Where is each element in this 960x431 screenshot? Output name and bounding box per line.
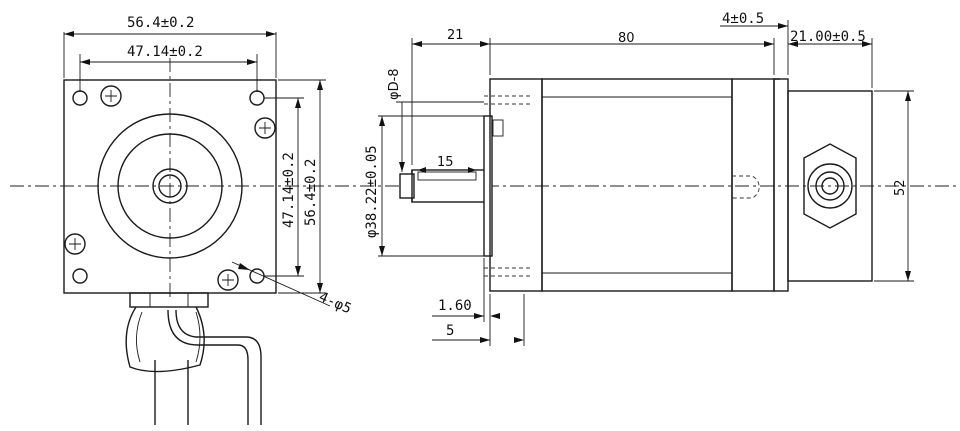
mount-hole-bottom-left [72,268,88,284]
dim-body-length: 80 [490,31,775,75]
dim-hole-spacing-v: 47.14±0.2 [264,97,304,277]
cable-gland [125,292,262,425]
screw-right [254,117,276,139]
screw-top-left [100,85,122,107]
dim-hole-spacing-h: 47.14±0.2 [79,44,258,92]
screw-bottom [217,269,239,291]
dim-encoder-length-label: 21.00±0.5 [790,29,866,45]
dim-pilot-dia-label: φ38.22±0.05 [364,145,380,238]
dim-flange-width: 56.4±0.2 [63,15,277,78]
front-shaft-circle [152,168,188,204]
side-view: 21 80 4±0.5 21.00±0.5 52 [364,11,914,346]
dim-key-length-label: 15 [437,155,454,170]
dim-hole-spacing-h-label: 47.14±0.2 [127,44,203,60]
dim-shaft-dia: φD-8 [387,68,484,172]
shaft [399,169,489,203]
dim-mount-holes-label: 4-φ5 [316,289,353,317]
side-flange [489,78,543,292]
encoder-connector [803,143,857,229]
dim-encoder-length: 21.00±0.5 [788,29,873,88]
dim-flange-height: 56.4±0.2 [278,79,326,294]
dim-shaft-length: 21 [411,28,491,165]
pilot-key [492,119,504,137]
pilot-boss [483,115,493,257]
dim-flange-thick-label: 4±0.5 [722,11,764,27]
dim-mount-holes: 4-φ5 [231,261,354,317]
dim-pilot-dia: φ38.22±0.05 [364,115,484,257]
dim-shaft-length-label: 21 [447,28,464,43]
dim-body-length-label: 80 [618,31,635,46]
dim-flange-height-label: 56.4±0.2 [303,159,319,226]
dim-flange-width-label: 56.4±0.2 [127,15,194,31]
rear-shaft-hidden [732,175,760,199]
rear-flange-plate [773,78,789,292]
encoder-housing [787,90,873,282]
dim-encoder-height-label: 52 [893,179,908,196]
mount-hole-top-left [72,90,88,106]
dim-key-length: 15 [418,155,476,173]
dim-pilot-depth: 1.60 [432,258,500,322]
front-boss-inner-circle [117,133,223,239]
rear-end-cap [731,78,775,292]
dim-hole-spacing-v-label: 47.14±0.2 [281,152,297,228]
dim-encoder-height: 52 [874,90,914,282]
front-shaft-inner-circle [158,174,182,198]
dim-flange-thick: 4±0.5 [720,11,789,75]
front-boss-outer-circle [97,113,243,259]
dim-flange-offset: 5 [432,294,525,346]
dim-pilot-depth-label: 1.60 [438,298,472,314]
motor-body [541,78,733,292]
screw-left [64,233,86,255]
dim-shaft-dia-label: φD-8 [387,68,402,100]
mount-hole-top-right [249,90,265,106]
dim-flange-offset-label: 5 [446,323,454,339]
